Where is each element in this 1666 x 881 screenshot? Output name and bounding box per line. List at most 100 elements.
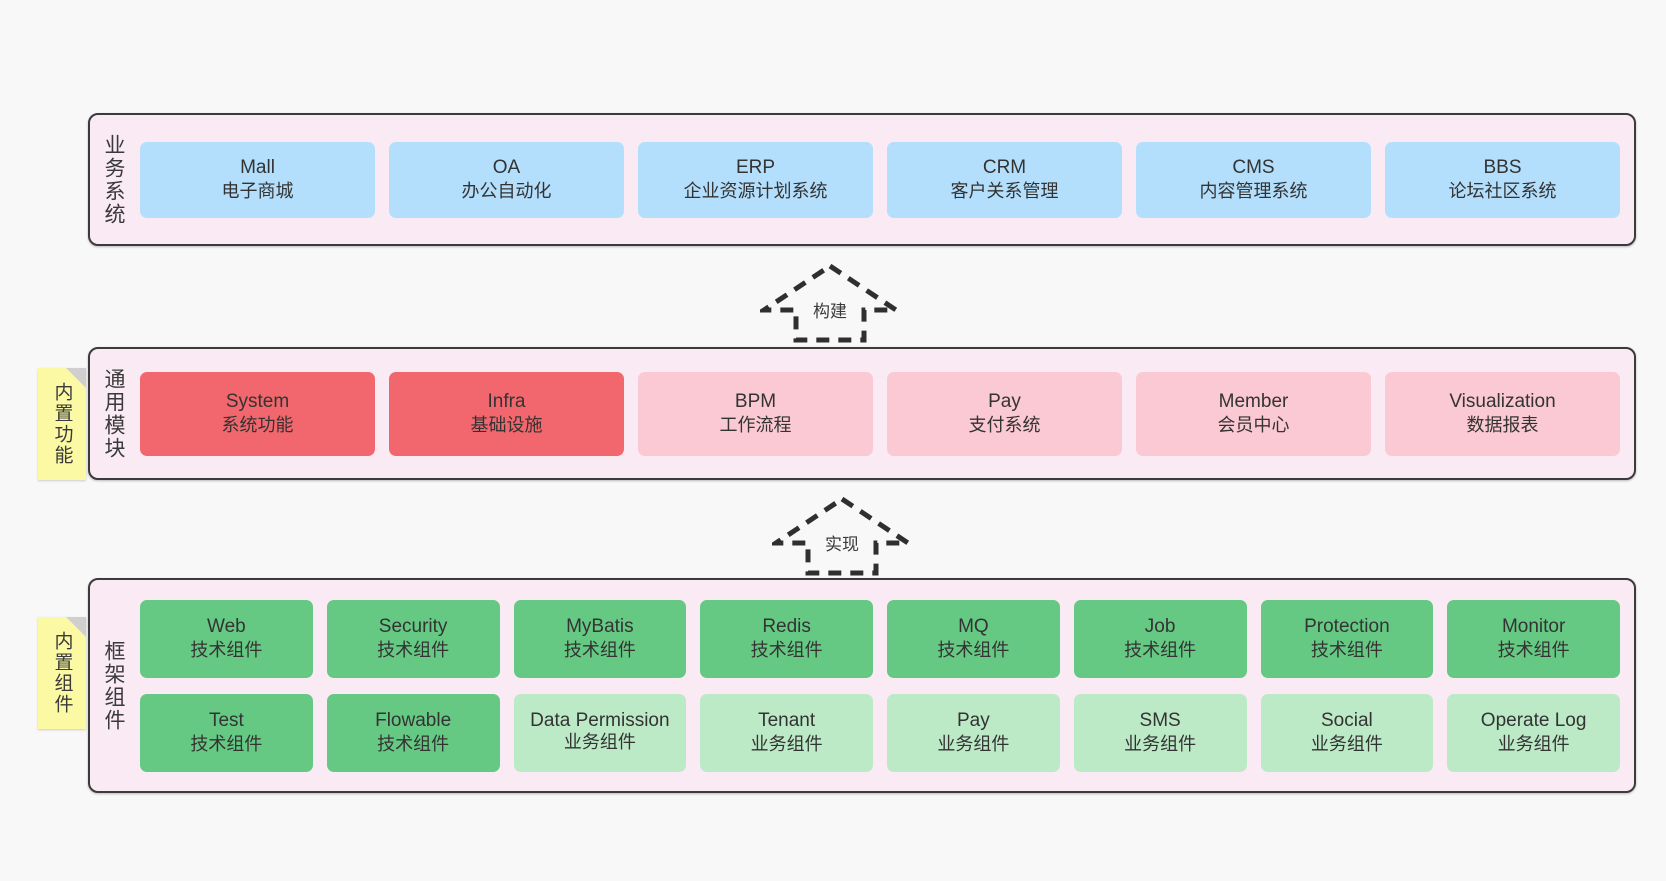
card-cn-label: 业务组件 xyxy=(563,732,636,753)
card-protection[interactable]: Protection 技术组件 xyxy=(1260,599,1434,678)
card-en-label: Redis xyxy=(762,615,811,637)
card-crm[interactable]: CRM 客户关系管理 xyxy=(887,141,1122,218)
card-en-label: Pay xyxy=(988,390,1021,412)
card-en-label: CMS xyxy=(1232,156,1275,178)
card-member[interactable]: Member 会员中心 xyxy=(1136,371,1371,456)
build-arrow: 构建 xyxy=(755,262,905,344)
layer-body-common-module: System 系统功能 Infra 基础设施 BPM 工作流程 Pay 支付系统… xyxy=(136,349,1634,478)
card-pay-module[interactable]: Pay 支付系统 xyxy=(887,371,1122,456)
card-tenant[interactable]: Tenant 业务组件 xyxy=(700,693,873,772)
layer-body-framework-component: Web 技术组件 Security 技术组件 MyBatis 技术组件 Redi… xyxy=(136,580,1634,791)
card-sms[interactable]: SMS 业务组件 xyxy=(1073,693,1247,772)
card-bpm[interactable]: BPM 工作流程 xyxy=(638,371,873,456)
card-cn-label: 技术组件 xyxy=(937,640,1010,661)
card-cn-label: 技术组件 xyxy=(377,734,450,755)
card-redis[interactable]: Redis 技术组件 xyxy=(700,599,873,678)
card-cn-label: 工作流程 xyxy=(719,415,792,436)
card-en-label: Tenant xyxy=(758,709,816,731)
card-en-label: ERP xyxy=(735,156,776,178)
card-en-label: Protection xyxy=(1304,615,1390,637)
card-bbs[interactable]: BBS 论坛社区系统 xyxy=(1385,141,1620,218)
card-pay-component[interactable]: Pay 业务组件 xyxy=(887,693,1060,772)
card-web[interactable]: Web 技术组件 xyxy=(140,599,313,678)
card-cn-label: 业务组件 xyxy=(937,734,1010,755)
card-en-label: SMS xyxy=(1139,709,1181,731)
framework-row-technical: Web 技术组件 Security 技术组件 MyBatis 技术组件 Redi… xyxy=(140,599,1620,678)
card-cn-label: 技术组件 xyxy=(190,734,263,755)
card-en-label: BBS xyxy=(1483,156,1522,178)
note-label: 内置功能 xyxy=(51,382,73,466)
layer-framework-component: 框架组件 Web 技术组件 Security 技术组件 MyBatis 技术组件… xyxy=(88,578,1636,793)
card-en-label: Infra xyxy=(487,390,526,412)
note-fold-corner-icon xyxy=(66,368,86,388)
card-cn-label: 技术组件 xyxy=(1124,640,1197,661)
card-en-label: Security xyxy=(378,615,448,637)
note-builtin-function: 内置功能 xyxy=(38,368,86,480)
card-en-label: Social xyxy=(1321,709,1373,731)
layer-business-system: 业务系统 Mall 电子商城 OA 办公自动化 ERP 企业资源计划系统 CRM… xyxy=(88,113,1636,246)
card-en-label: Job xyxy=(1144,615,1176,637)
card-cn-label: 电子商城 xyxy=(221,181,294,202)
card-en-label: Test xyxy=(208,709,244,731)
card-flowable[interactable]: Flowable 技术组件 xyxy=(326,693,500,772)
build-arrow-icon xyxy=(755,262,905,343)
card-cn-label: 内容管理系统 xyxy=(1199,181,1308,202)
card-cn-label: 技术组件 xyxy=(750,640,823,661)
card-cn-label: 数据报表 xyxy=(1466,415,1539,436)
layer-title-framework-component: 框架组件 xyxy=(101,639,125,732)
card-cn-label: 支付系统 xyxy=(968,415,1041,436)
card-visualization[interactable]: Visualization 数据报表 xyxy=(1385,371,1620,456)
card-cn-label: 办公自动化 xyxy=(461,181,552,202)
card-en-label: Flowable xyxy=(375,709,452,731)
card-cn-label: 基础设施 xyxy=(470,415,543,436)
card-en-label: CRM xyxy=(982,156,1027,178)
card-job[interactable]: Job 技术组件 xyxy=(1073,599,1247,678)
card-mybatis[interactable]: MyBatis 技术组件 xyxy=(513,599,687,678)
card-cn-label: 业务组件 xyxy=(1310,734,1383,755)
card-cn-label: 技术组件 xyxy=(377,640,450,661)
card-cn-label: 论坛社区系统 xyxy=(1448,181,1557,202)
implement-arrow-icon xyxy=(767,495,917,576)
card-en-label: Mall xyxy=(240,156,275,178)
card-en-label: Web xyxy=(207,615,246,637)
note-label: 内置组件 xyxy=(51,631,73,715)
card-en-label: Operate Log xyxy=(1480,709,1587,731)
card-en-label: Pay xyxy=(957,709,990,731)
card-en-label: MyBatis xyxy=(566,615,634,637)
card-test[interactable]: Test 技术组件 xyxy=(140,693,313,772)
framework-row-business: Test 技术组件 Flowable 技术组件 Data Permission … xyxy=(140,693,1620,772)
card-cn-label: 业务组件 xyxy=(1497,734,1570,755)
card-oa[interactable]: OA 办公自动化 xyxy=(389,141,624,218)
card-infra[interactable]: Infra 基础设施 xyxy=(389,371,624,456)
build-arrow-label: 构建 xyxy=(813,302,847,321)
card-en-label: OA xyxy=(492,156,521,178)
layer-body-business-system: Mall 电子商城 OA 办公自动化 ERP 企业资源计划系统 CRM 客户关系… xyxy=(136,115,1634,244)
card-cn-label: 技术组件 xyxy=(1497,640,1570,661)
card-cn-label: 业务组件 xyxy=(1124,734,1197,755)
note-fold-corner-icon xyxy=(66,617,86,637)
card-cn-label: 企业资源计划系统 xyxy=(683,181,828,202)
card-en-label: Member xyxy=(1218,390,1289,412)
card-mq[interactable]: MQ 技术组件 xyxy=(887,599,1060,678)
card-en-label: Monitor xyxy=(1501,615,1566,637)
card-erp[interactable]: ERP 企业资源计划系统 xyxy=(638,141,873,218)
card-monitor[interactable]: Monitor 技术组件 xyxy=(1447,599,1620,678)
card-social[interactable]: Social 业务组件 xyxy=(1260,693,1434,772)
card-mall[interactable]: Mall 电子商城 xyxy=(140,141,375,218)
card-cms[interactable]: CMS 内容管理系统 xyxy=(1136,141,1371,218)
card-cn-label: 业务组件 xyxy=(750,734,823,755)
card-cn-label: 系统功能 xyxy=(221,415,294,436)
card-data-permission[interactable]: Data Permission 业务组件 xyxy=(513,693,687,772)
note-builtin-component: 内置组件 xyxy=(38,617,86,729)
card-security[interactable]: Security 技术组件 xyxy=(326,599,500,678)
card-operate-log[interactable]: Operate Log 业务组件 xyxy=(1447,693,1620,772)
card-cn-label: 客户关系管理 xyxy=(950,181,1059,202)
card-en-label: BPM xyxy=(734,390,777,412)
card-cn-label: 技术组件 xyxy=(563,640,636,661)
layer-title-common-module: 通用模块 xyxy=(101,367,125,460)
card-cn-label: 技术组件 xyxy=(190,640,263,661)
card-system[interactable]: System 系统功能 xyxy=(140,371,375,456)
card-cn-label: 会员中心 xyxy=(1217,415,1290,436)
card-en-label: Data Permission xyxy=(530,709,670,731)
